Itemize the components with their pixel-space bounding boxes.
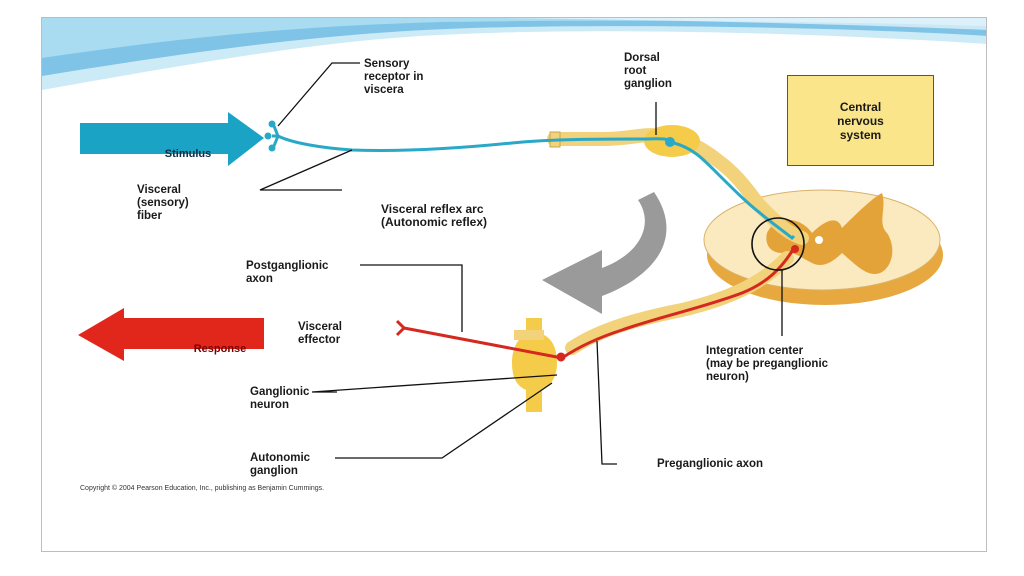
preganglionic-fiber — [561, 247, 796, 360]
cns-box: Central nervous system — [787, 75, 934, 166]
reflex-arc-figure — [78, 62, 943, 465]
leader-lines — [259, 62, 783, 465]
stimulus-label: Stimulus — [164, 148, 212, 160]
autonomic-ganglion-shape — [512, 318, 557, 412]
slide-frame: Central nervous system Stimulus Response… — [41, 17, 987, 552]
visceral-effector-label: Visceral effector — [298, 321, 342, 346]
dorsal-root-ganglion-label: Dorsal root ganglion — [624, 52, 672, 90]
reflex-arc-label: Visceral reflex arc (Autonomic reflex) — [381, 202, 488, 229]
stimulus-arrow — [80, 112, 264, 166]
sensory-receptor-label: Sensory receptor in viscera — [364, 58, 424, 96]
copyright-text: Copyright © 2004 Pearson Education, Inc.… — [80, 485, 325, 492]
response-arrow — [78, 308, 264, 361]
integration-center-circle — [751, 217, 805, 271]
preganglionic-axon-label: Preganglionic axon — [657, 458, 764, 470]
visceral-fiber-label: Visceral (sensory) fiber — [137, 184, 189, 222]
response-label: Response — [193, 343, 247, 355]
ventral-root-nerve — [565, 251, 794, 355]
postganglionic-axon-label: Postganglionic axon — [246, 260, 329, 285]
postganglionic-fiber — [403, 326, 563, 360]
header-swoosh — [42, 18, 986, 90]
autonomic-ganglion-label: Autonomic ganglion — [250, 452, 311, 477]
integration-center-label: Integration center (may be preganglionic… — [706, 345, 829, 383]
ganglionic-neuron-label: Ganglionic neuron — [250, 386, 310, 411]
sensory-fiber — [277, 134, 796, 241]
curved-reflex-arrow — [542, 192, 667, 314]
